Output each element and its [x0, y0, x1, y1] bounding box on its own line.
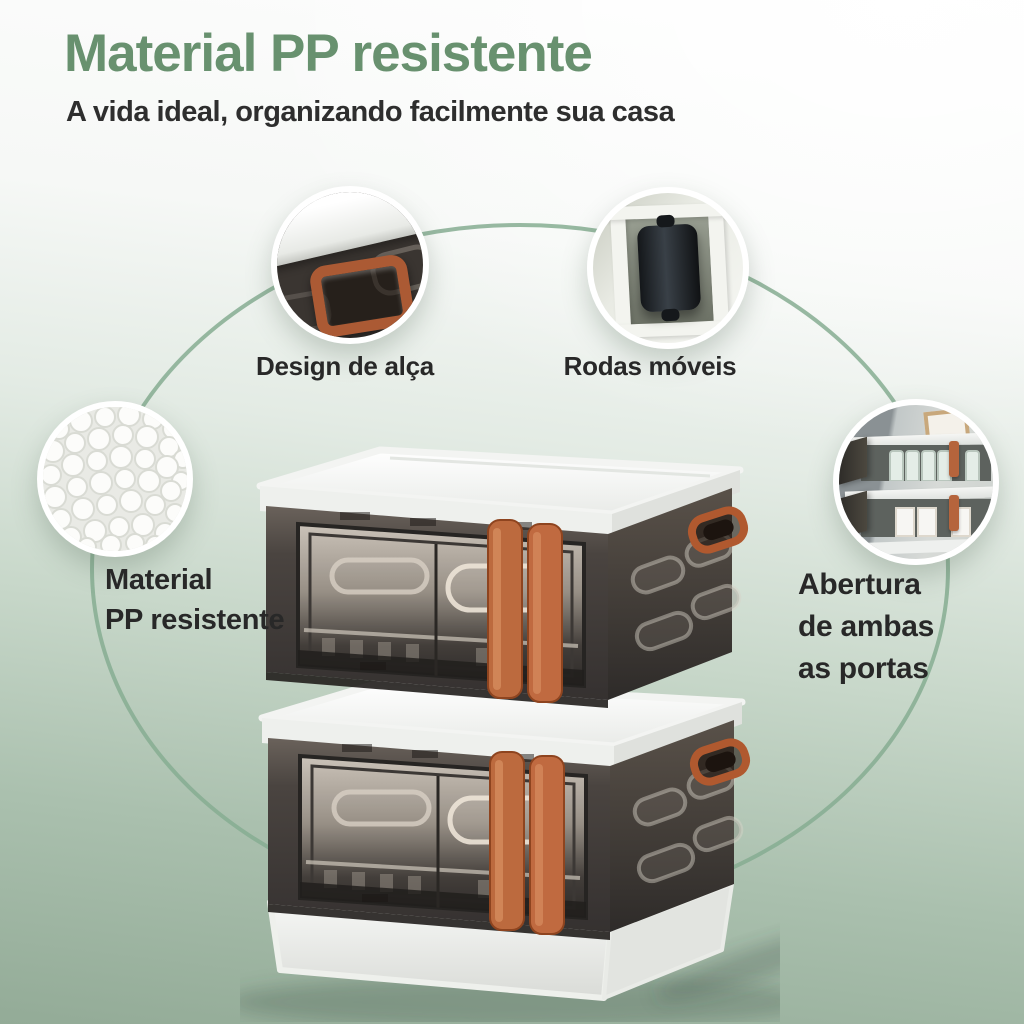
label-design-de-alca: Design de alça [256, 351, 434, 381]
pp-pellets-photo [37, 401, 193, 557]
mini-box-base [840, 538, 993, 556]
open-doors-photo [833, 399, 999, 565]
handle-detail-photo [271, 186, 429, 344]
product-photo-stacked-boxes [240, 446, 780, 1022]
mini-box-open-bottom [839, 486, 993, 540]
label-material-pp: Material PP resistente [105, 564, 285, 636]
headline-block: Material PP resistente A vida ideal, org… [64, 24, 675, 129]
label-rodas-moveis: Rodas móveis [563, 351, 737, 381]
front-handles [489, 751, 565, 935]
wheel-detail-photo [587, 187, 749, 349]
side-handle-cutout [689, 738, 751, 786]
mini-box-open-top [839, 432, 993, 486]
page-subtitle: A vida ideal, organizando facilmente sua… [66, 95, 675, 128]
roller-wheel [636, 223, 702, 313]
label-abertura-portas: Abertura de ambas as portas [798, 568, 934, 685]
pellets-illustration [43, 407, 187, 551]
page-title: Material PP resistente [64, 24, 593, 83]
orange-handle-closeup [307, 252, 417, 338]
